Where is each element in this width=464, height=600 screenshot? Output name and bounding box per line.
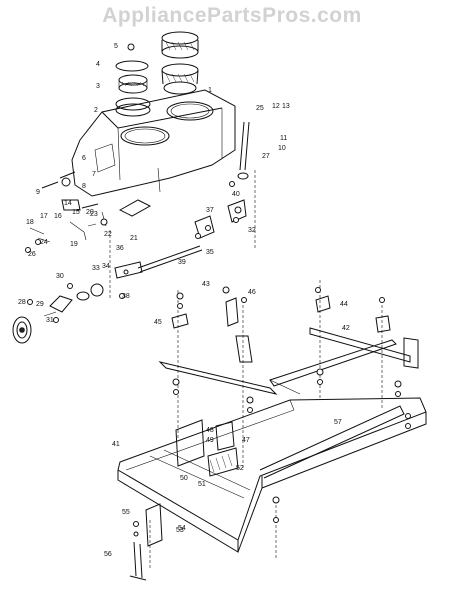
filter-stack-right bbox=[161, 31, 199, 95]
part-label: 34 bbox=[102, 263, 110, 270]
watermark-logo: AppliancePartsPros.com bbox=[102, 4, 362, 27]
part-label: 2 bbox=[94, 107, 98, 114]
part-label: 9 bbox=[36, 189, 40, 196]
part-label: 54 bbox=[178, 525, 186, 532]
part-label: 56 bbox=[104, 551, 112, 558]
part-label: 44 bbox=[340, 301, 348, 308]
part-label: 5 bbox=[114, 43, 118, 50]
left-linkage bbox=[25, 171, 152, 253]
part-label: 29 bbox=[36, 301, 44, 308]
frame-upper bbox=[158, 295, 419, 395]
part-labels: 1 2 3 4 5 6 7 8 9 10 11 12 13 14 15 16 1… bbox=[18, 43, 350, 558]
part-label: 53 bbox=[176, 527, 184, 534]
part-label: 38 bbox=[122, 293, 130, 300]
part-label: 32 bbox=[248, 227, 256, 234]
base-frame bbox=[117, 379, 427, 553]
side-tube bbox=[237, 121, 250, 180]
part-label: 30 bbox=[56, 273, 64, 280]
mid-brackets bbox=[114, 199, 247, 279]
part-label: 16 bbox=[54, 213, 62, 220]
part-label: 25 bbox=[256, 105, 264, 112]
part-label: 55 bbox=[122, 509, 130, 516]
part-label: 50 bbox=[180, 475, 188, 482]
part-label: 39 bbox=[178, 259, 186, 266]
part-label: 27 bbox=[262, 153, 270, 160]
part-label: 4 bbox=[96, 61, 100, 68]
part-label: 23 bbox=[90, 211, 98, 218]
part-label: 42 bbox=[342, 325, 350, 332]
part-label: 20 bbox=[86, 209, 94, 216]
part-label: 26 bbox=[28, 251, 36, 258]
part-label: 31 bbox=[46, 317, 54, 324]
part-label: 18 bbox=[26, 219, 34, 226]
part-label: 51 bbox=[198, 481, 206, 488]
part-label: 33 bbox=[92, 265, 100, 272]
bottom-bracket bbox=[129, 496, 280, 581]
part-label: 17 bbox=[40, 213, 48, 220]
part-label: 22 bbox=[104, 231, 112, 238]
part-label: 49 bbox=[206, 437, 214, 444]
part-label: 7 bbox=[92, 171, 96, 178]
part-label: 15 bbox=[72, 209, 80, 216]
small-hardware bbox=[67, 181, 411, 429]
part-label: 14 bbox=[64, 200, 72, 207]
part-label: 21 bbox=[130, 235, 138, 242]
part-label: 6 bbox=[82, 155, 86, 162]
part-label: 47 bbox=[242, 437, 250, 444]
part-label: 19 bbox=[70, 241, 78, 248]
part-label: 52 bbox=[236, 465, 244, 472]
part-label: 41 bbox=[112, 441, 120, 448]
part-label: 57 bbox=[334, 419, 342, 426]
part-label: 3 bbox=[96, 83, 100, 90]
part-label: 35 bbox=[206, 249, 214, 256]
part-label: 43 bbox=[202, 281, 210, 288]
part-label: 13 bbox=[282, 103, 290, 110]
part-label: 8 bbox=[82, 183, 86, 190]
tank-housing bbox=[71, 89, 236, 197]
part-label: 24 bbox=[40, 239, 48, 246]
part-label: 28 bbox=[18, 299, 26, 306]
part-label: 12 bbox=[272, 103, 280, 110]
filter-stack-left bbox=[115, 43, 151, 117]
part-label: 46 bbox=[248, 289, 256, 296]
part-label: 36 bbox=[116, 245, 124, 252]
part-label: 45 bbox=[154, 319, 162, 326]
guide-lines bbox=[109, 170, 383, 570]
pulley-assembly bbox=[12, 283, 104, 344]
part-label: 11 bbox=[280, 135, 287, 142]
part-label: 37 bbox=[206, 207, 214, 214]
part-label: 1 bbox=[208, 87, 212, 94]
part-label: 10 bbox=[278, 145, 286, 152]
part-label: 48 bbox=[206, 427, 214, 434]
part-label: 40 bbox=[232, 191, 240, 198]
